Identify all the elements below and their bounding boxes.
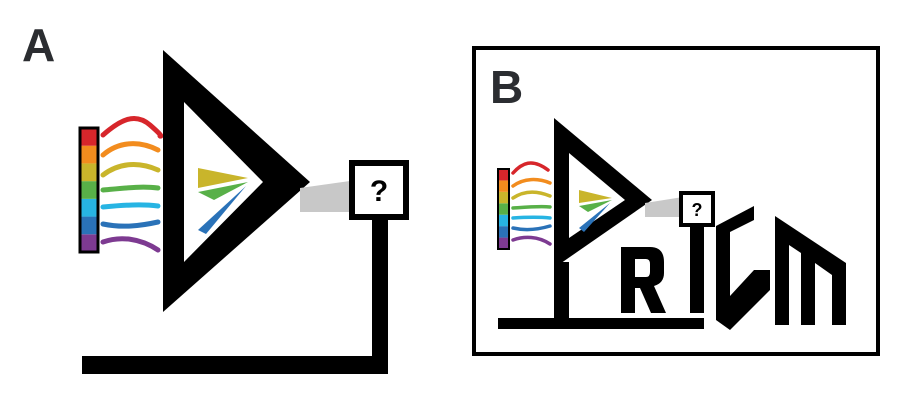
- panel-a: ?: [78, 50, 409, 374]
- spectrum-swatch: [80, 145, 98, 164]
- spectrum-swatch: [498, 203, 509, 215]
- spectrum-swatch: [80, 216, 98, 235]
- panel-label-b: B: [490, 61, 524, 113]
- spectrum-bar-icon: [78, 126, 100, 254]
- output-connector: [82, 217, 388, 374]
- spectrum-swatch: [80, 128, 98, 146]
- light-wave-icon: [100, 116, 164, 253]
- spectrum-swatch: [498, 226, 509, 238]
- spectrum-swatch: [80, 181, 98, 199]
- panel-b-frame: [472, 46, 880, 356]
- output-beam: [300, 180, 357, 212]
- spectrum-swatch: [498, 180, 509, 192]
- spectrum-swatch: [498, 237, 509, 249]
- panel-label-a: A: [22, 19, 56, 71]
- spectrum-bar-icon-small: [497, 168, 510, 250]
- spectrum-swatch: [80, 163, 98, 182]
- question-box-icon: ?: [349, 160, 409, 220]
- spectrum-swatch: [80, 234, 98, 252]
- panel-b: ?: [472, 46, 880, 356]
- spectrum-swatch: [498, 214, 509, 227]
- question-mark-small: ?: [692, 200, 703, 220]
- question-mark: ?: [370, 175, 388, 208]
- prism-wordmark: ?: [498, 118, 846, 330]
- spectrum-swatch: [80, 198, 98, 217]
- prism-icon: [163, 50, 310, 312]
- spectrum-swatch: [498, 169, 509, 181]
- spectrum-swatch: [498, 191, 509, 204]
- light-wave-icon-small: [511, 161, 552, 246]
